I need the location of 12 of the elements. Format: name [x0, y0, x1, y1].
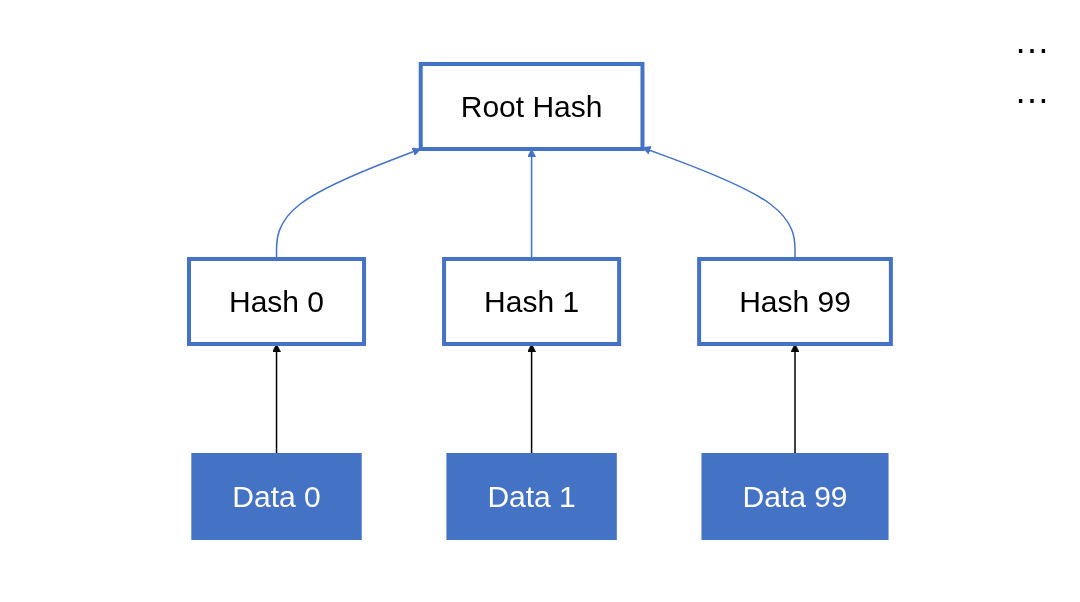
ellipsis-text: …: [1014, 20, 1050, 62]
node-box: Root Hash: [418, 61, 645, 151]
node-box: Hash 1: [442, 256, 622, 346]
node-box: Data 99: [701, 452, 889, 540]
ellipsis-text: …: [1014, 70, 1050, 112]
arrow: [527, 343, 537, 455]
node-box: Data 1: [446, 452, 617, 540]
arrow: [790, 343, 800, 455]
node-box: Hash 0: [187, 256, 367, 346]
node-box: Data 0: [191, 452, 362, 540]
node-box: Hash 99: [697, 256, 893, 346]
arrow: [272, 343, 281, 455]
